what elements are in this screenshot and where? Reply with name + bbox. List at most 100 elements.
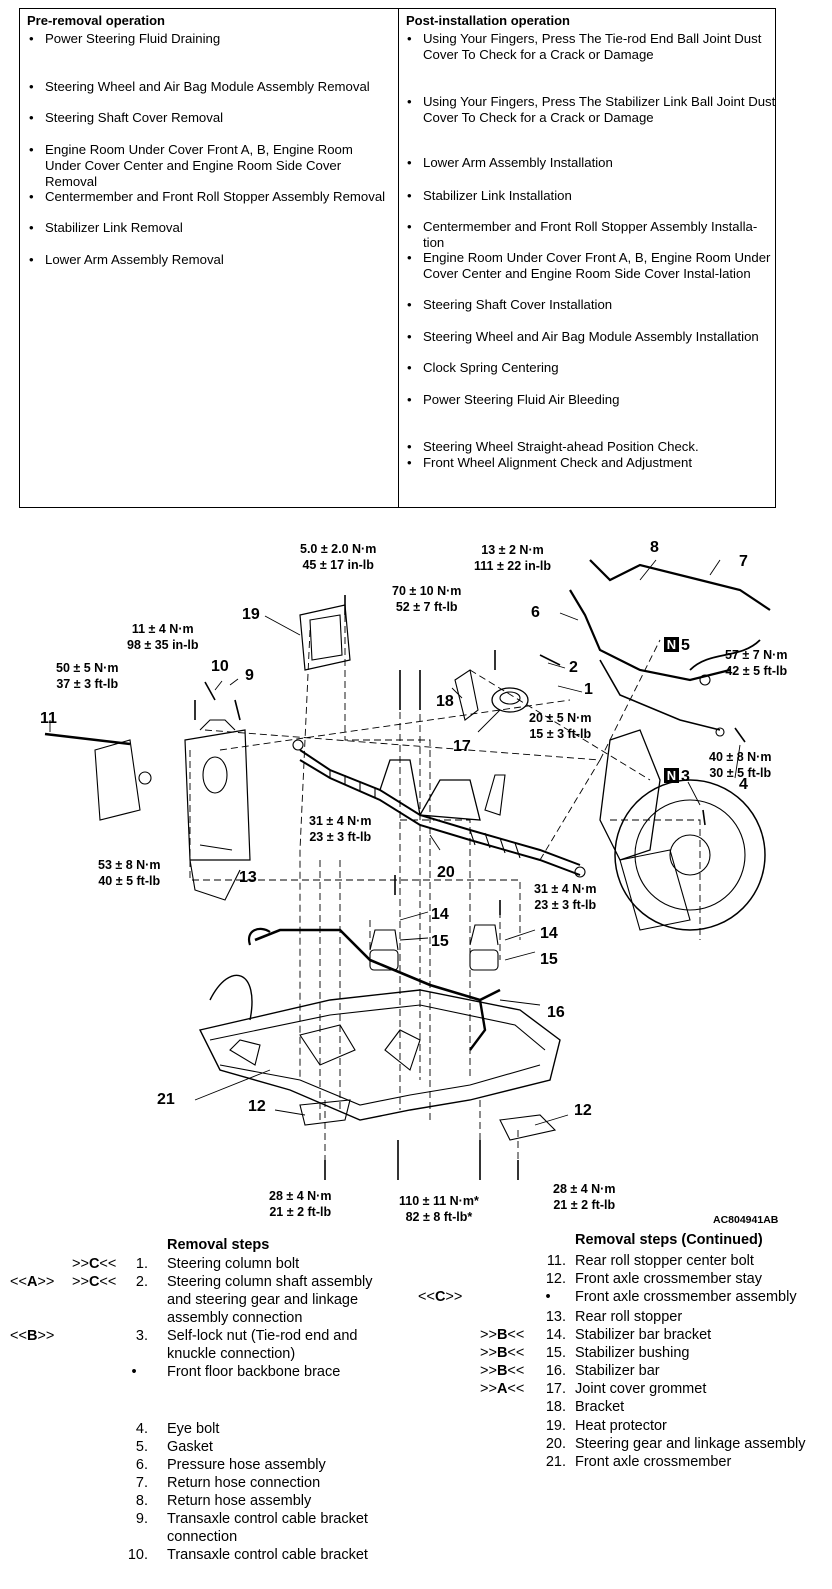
step-text: Steering column bolt [167,1256,300,1272]
step-number: 14. [545,1327,566,1343]
callout-13: 13 [239,869,257,886]
step-text: Rear roll stopper center bolt [575,1253,754,1269]
step-text: Front floor backbone brace [167,1364,341,1380]
post-installation-item: •Engine Room Under Cover Front A, B, Eng… [407,250,771,281]
step-text: Self-lock nut (Tie-rod end and knuckle c… [167,1328,358,1362]
step-number: 5. [135,1439,148,1455]
step-number: 17. [545,1381,566,1397]
step-text: Bracket [575,1399,625,1415]
pre-removal-item: •Centermember and Front Roll Stopper Ass… [29,189,386,204]
post-installation-item: •Using Your Fingers, Press The Tie-rod E… [407,31,762,62]
removal-steps-title: Removal steps [167,1237,270,1253]
callout-17: 17 [453,738,471,755]
step-text: Return hose assembly [167,1493,312,1509]
post-installation-item: •Steering Shaft Cover Installation [407,297,613,312]
step-text: Stabilizer bushing [575,1345,690,1361]
pre-removal-item: •Steering Shaft Cover Removal [29,110,224,125]
callout-9: 9 [245,667,254,684]
callout-12: 12 [248,1098,266,1115]
post-installation-item: •Power Steering Fluid Air Bleeding [407,392,620,407]
callout-14: 14 [431,906,449,923]
step-number: 7. [135,1475,148,1491]
step-text: Eye bolt [167,1421,220,1437]
step-text: Heat protector [575,1418,667,1434]
post-installation-item: •Using Your Fingers, Press The Stabilize… [407,94,776,125]
post-installation-column: Post-installation operation •Using Your … [399,9,775,507]
step-install-tag: <<B>> [10,1328,55,1344]
step-text: Front axle crossmember [575,1454,732,1470]
step-number: 8. [135,1493,148,1509]
callout-20: 20 [437,864,455,881]
step-number: • [545,1289,551,1305]
post-installation-title: Post-installation operation [406,13,570,28]
step-number: 2. [135,1274,148,1290]
step-text: Return hose connection [167,1475,321,1491]
callout-1: 1 [584,681,593,698]
callout-2: 2 [569,659,578,676]
post-installation-item: •Clock Spring Centering [407,360,559,375]
leader-lines [49,559,741,1126]
step-number: 9. [135,1511,148,1527]
step-removal-tag: >>C<< [72,1274,117,1290]
callout-14: 14 [540,925,558,942]
heat-protector [299,604,351,671]
step-number: 15. [545,1345,566,1361]
operations-table: Pre-removal operation •Power Steering Fl… [19,8,776,508]
step-text: Stabilizer bar [575,1363,660,1379]
step-text: Steering gear and linkage assembly [575,1436,806,1452]
step-text: Pressure hose assembly [167,1457,326,1473]
step-number: 10. [127,1547,148,1563]
step-number: 1. [135,1256,148,1272]
post-installation-item: •Lower Arm Assembly Installation [407,155,613,170]
callout-6: 6 [531,604,540,621]
step-removal-tag: >>B<< [480,1345,525,1361]
post-installation-item: •Front Wheel Alignment Check and Adjustm… [407,455,693,470]
step-text: Transaxle control cable bracket [167,1547,368,1563]
step-text: Transaxle control cable bracket connecti… [167,1511,368,1545]
diagram-drawing [44,559,771,1180]
callout-4: 4 [739,776,748,793]
callout-15: 15 [540,951,558,968]
step-number: 16. [545,1363,566,1379]
step-number: • [131,1364,137,1380]
pre-removal-item: •Lower Arm Assembly Removal [29,252,224,267]
torque-spec: 110 ± 11 N·m*82 ± 8 ft-lb* [399,1194,479,1224]
callout-18: 18 [436,693,454,710]
pre-removal-column: Pre-removal operation •Power Steering Fl… [20,9,399,507]
step-number: 6. [135,1457,148,1473]
callout-12: 12 [574,1102,592,1119]
callout-16: 16 [547,1004,565,1021]
pre-removal-item: •Engine Room Under Cover Front A, B, Eng… [29,142,353,189]
pre-removal-item: •Power Steering Fluid Draining [29,31,221,46]
callout-10: 10 [211,658,229,675]
step-number: 11. [546,1253,566,1269]
step-text: Front axle crossmember assembly [575,1289,797,1305]
step-removal-tag: >>B<< [480,1327,525,1343]
step-text: Joint cover grommet [575,1381,707,1397]
step-number: 12. [545,1271,566,1287]
step-text: Steering column shaft assembly and steer… [167,1274,373,1326]
step-text: Front axle crossmember stay [575,1271,762,1287]
callout-21: 21 [157,1091,175,1108]
step-number: 13. [545,1309,566,1325]
callout-8: 8 [650,539,659,556]
step-install-tag: <<A>> [10,1274,55,1290]
step-text: Stabilizer bar bracket [575,1327,712,1343]
step-number: 3. [135,1328,148,1344]
step-number: 19. [545,1418,566,1434]
pre-removal-title: Pre-removal operation [27,13,165,28]
input-shaft [484,774,506,816]
callout-19: 19 [242,606,260,623]
